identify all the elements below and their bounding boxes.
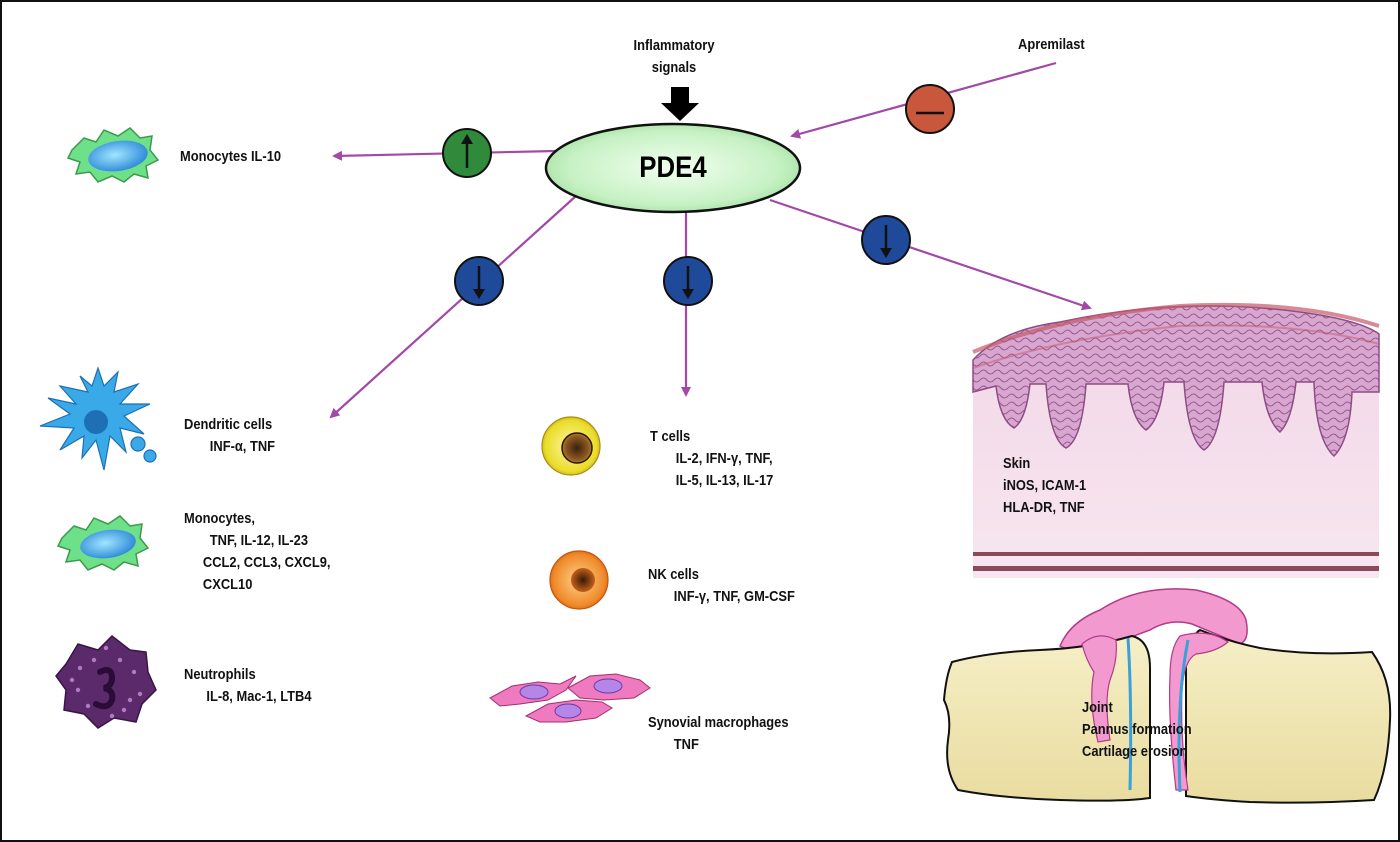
tcells-line-2: IL-2, IFN-γ, TNF, [675, 450, 773, 467]
dendritic-cells-label: Dendritic cells INF-α, TNF [184, 414, 275, 458]
down-arrow-circle-tcells-icon [663, 256, 713, 306]
pde4-label: PDE4 [639, 151, 707, 184]
monocytes-label: Monocytes, TNF, IL-12, IL-23 CCL2, CCL3,… [184, 508, 331, 596]
skin-title: Skin [1003, 455, 1031, 472]
signals-line-1: Inflammatory [633, 37, 715, 54]
neutrophils-label: Neutrophils IL-8, Mac-1, LTB4 [184, 664, 311, 708]
inflammatory-signals-label: Inflammatory signals [621, 35, 728, 79]
arrow-pde4-to-skin [769, 198, 1092, 311]
monocytes-il10-label: Monocytes IL-10 [180, 148, 282, 165]
connector-arrows [329, 61, 1092, 419]
signals-line-2: signals [651, 59, 697, 76]
nk-title: NK cells [648, 566, 699, 583]
t-cells-label: T cells IL-2, IFN-γ, TNF, IL-5, IL-13, I… [650, 426, 773, 492]
tcells-title: T cells [650, 428, 691, 445]
nk-detail: INF-γ, TNF, GM-CSF [673, 588, 795, 605]
joint-illustration [942, 588, 1392, 804]
arrow-pde4-to-dendritic [329, 195, 577, 419]
joint-title: Joint [1082, 699, 1113, 716]
joint-label: Joint Pannus formation Cartilage erosion [1082, 697, 1192, 763]
joint-line-3: Cartilage erosion [1082, 743, 1188, 760]
dendritic-title: Dendritic cells [184, 416, 273, 433]
monocytes-line-2: TNF, IL-12, IL-23 [209, 532, 309, 549]
dendritic-cell-icon [39, 366, 157, 471]
nk-cell-icon [549, 550, 609, 610]
monocyte-il10-cell-icon [66, 127, 160, 183]
apremilast-label: Apremilast [1018, 36, 1085, 53]
monocyte-cell-icon [56, 515, 150, 571]
skin-line-3: HLA-DR, TNF [1003, 499, 1085, 516]
dendritic-detail: INF-α, TNF [209, 438, 276, 455]
neutrophils-detail: IL-8, Mac-1, LTB4 [206, 688, 312, 705]
synovial-macrophages-label: Synovial macrophages TNF [648, 712, 789, 756]
nk-cells-label: NK cells INF-γ, TNF, GM-CSF [648, 564, 795, 608]
monocytes-title: Monocytes, [184, 510, 255, 527]
monocytes-line-4: CXCL10 [202, 576, 253, 593]
monocytes-line-3: CCL2, CCL3, CXCL9, [202, 554, 331, 571]
neutrophils-title: Neutrophils [184, 666, 256, 683]
up-arrow-circle-icon [442, 128, 492, 178]
joint-line-2: Pannus formation [1082, 721, 1192, 738]
down-arrow-circle-dendritic-icon [454, 256, 504, 306]
skin-illustration [972, 302, 1380, 578]
signals-arrow-icon [661, 87, 699, 121]
skin-line-2: iNOS, ICAM-1 [1003, 477, 1087, 494]
tcells-line-3: IL-5, IL-13, IL-17 [675, 472, 774, 489]
pde4-node [544, 122, 802, 214]
synovial-detail: TNF [673, 736, 699, 753]
synovial-title: Synovial macrophages [648, 714, 789, 731]
neutrophil-cell-icon [55, 635, 157, 729]
synovial-macrophages-icon [489, 673, 651, 723]
skin-label: Skin iNOS, ICAM-1 HLA-DR, TNF [1003, 453, 1086, 519]
t-cell-icon [541, 416, 601, 476]
inhibit-circle-icon [905, 84, 955, 134]
down-arrow-circle-skin-icon [861, 215, 911, 265]
